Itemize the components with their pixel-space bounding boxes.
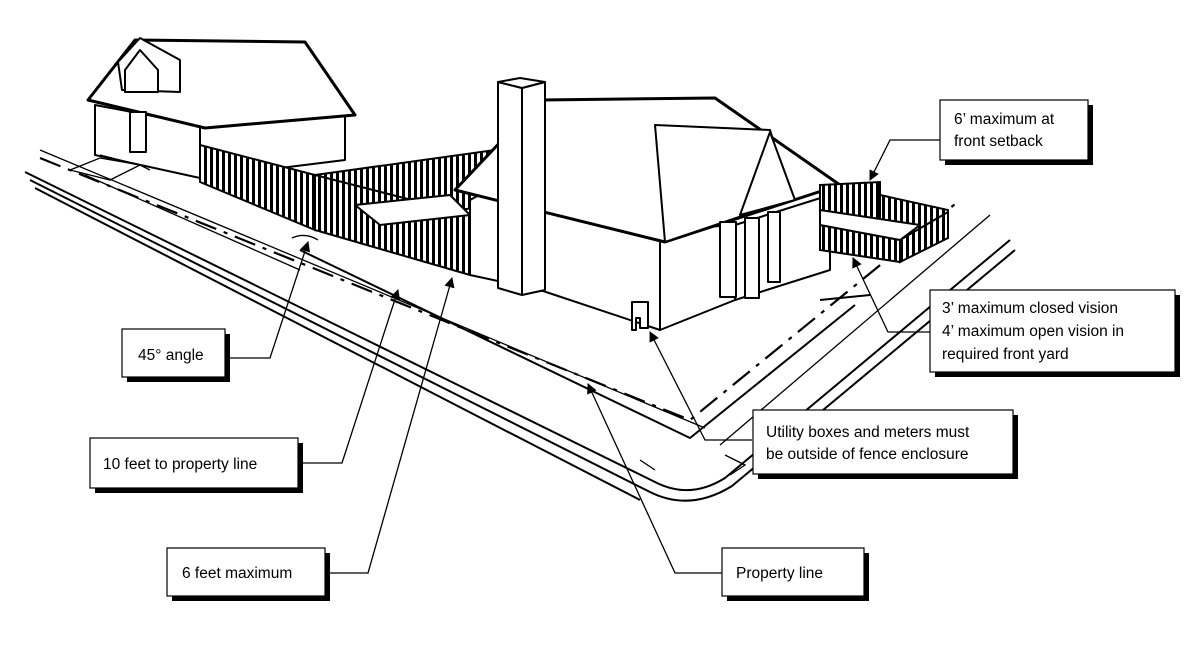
callout-six-feet-text: 6 feet maximum: [182, 565, 292, 582]
neighbor-house: [86, 37, 357, 179]
callout-utility-line1: Utility boxes and meters must: [766, 424, 970, 441]
leader-property-line: [587, 383, 723, 574]
callout-utility: Utility boxes and meters must be outside…: [752, 409, 1018, 479]
callout-six-feet: 6 feet maximum: [166, 547, 330, 601]
callout-ten-feet-text: 10 feet to property line: [103, 456, 257, 473]
callout-ten-feet: 10 feet to property line: [89, 437, 303, 493]
leader-utility: [649, 331, 752, 441]
leader-lines: [230, 139, 940, 574]
callout-angle-text: 45° angle: [138, 347, 204, 364]
callout-property-line-text: Property line: [736, 565, 823, 582]
leader-angle: [230, 241, 311, 359]
callout-property-line: Property line: [721, 547, 869, 601]
yard-boundary: [299, 249, 871, 439]
callout-front-setback: 6’ maximum at front setback: [939, 99, 1093, 165]
fence-right: [819, 180, 949, 264]
callout-front-yard-line2: 4’ maximum open vision in: [942, 323, 1124, 340]
main-house: [453, 77, 842, 331]
property-line: [39, 156, 961, 422]
leader-six-feet: [330, 276, 455, 574]
street-curb: [24, 149, 1016, 502]
angle-arc: [291, 234, 319, 241]
callout-front-setback-line2: front setback: [954, 133, 1043, 150]
callout-front-setback-line1: 6’ maximum at: [954, 111, 1055, 128]
callout-angle: 45° angle: [121, 328, 230, 382]
fence-left: [199, 143, 496, 277]
callout-front-yard-line3: required front yard: [942, 346, 1069, 363]
leader-front-setback: [869, 139, 940, 181]
leader-front-yard: [852, 257, 930, 333]
callout-front-yard-line1: 3’ maximum closed vision: [942, 300, 1118, 317]
callout-front-yard: 3’ maximum closed vision 4’ maximum open…: [929, 289, 1180, 377]
callout-utility-line2: be outside of fence enclosure: [766, 446, 969, 463]
leader-ten-feet: [300, 289, 401, 464]
